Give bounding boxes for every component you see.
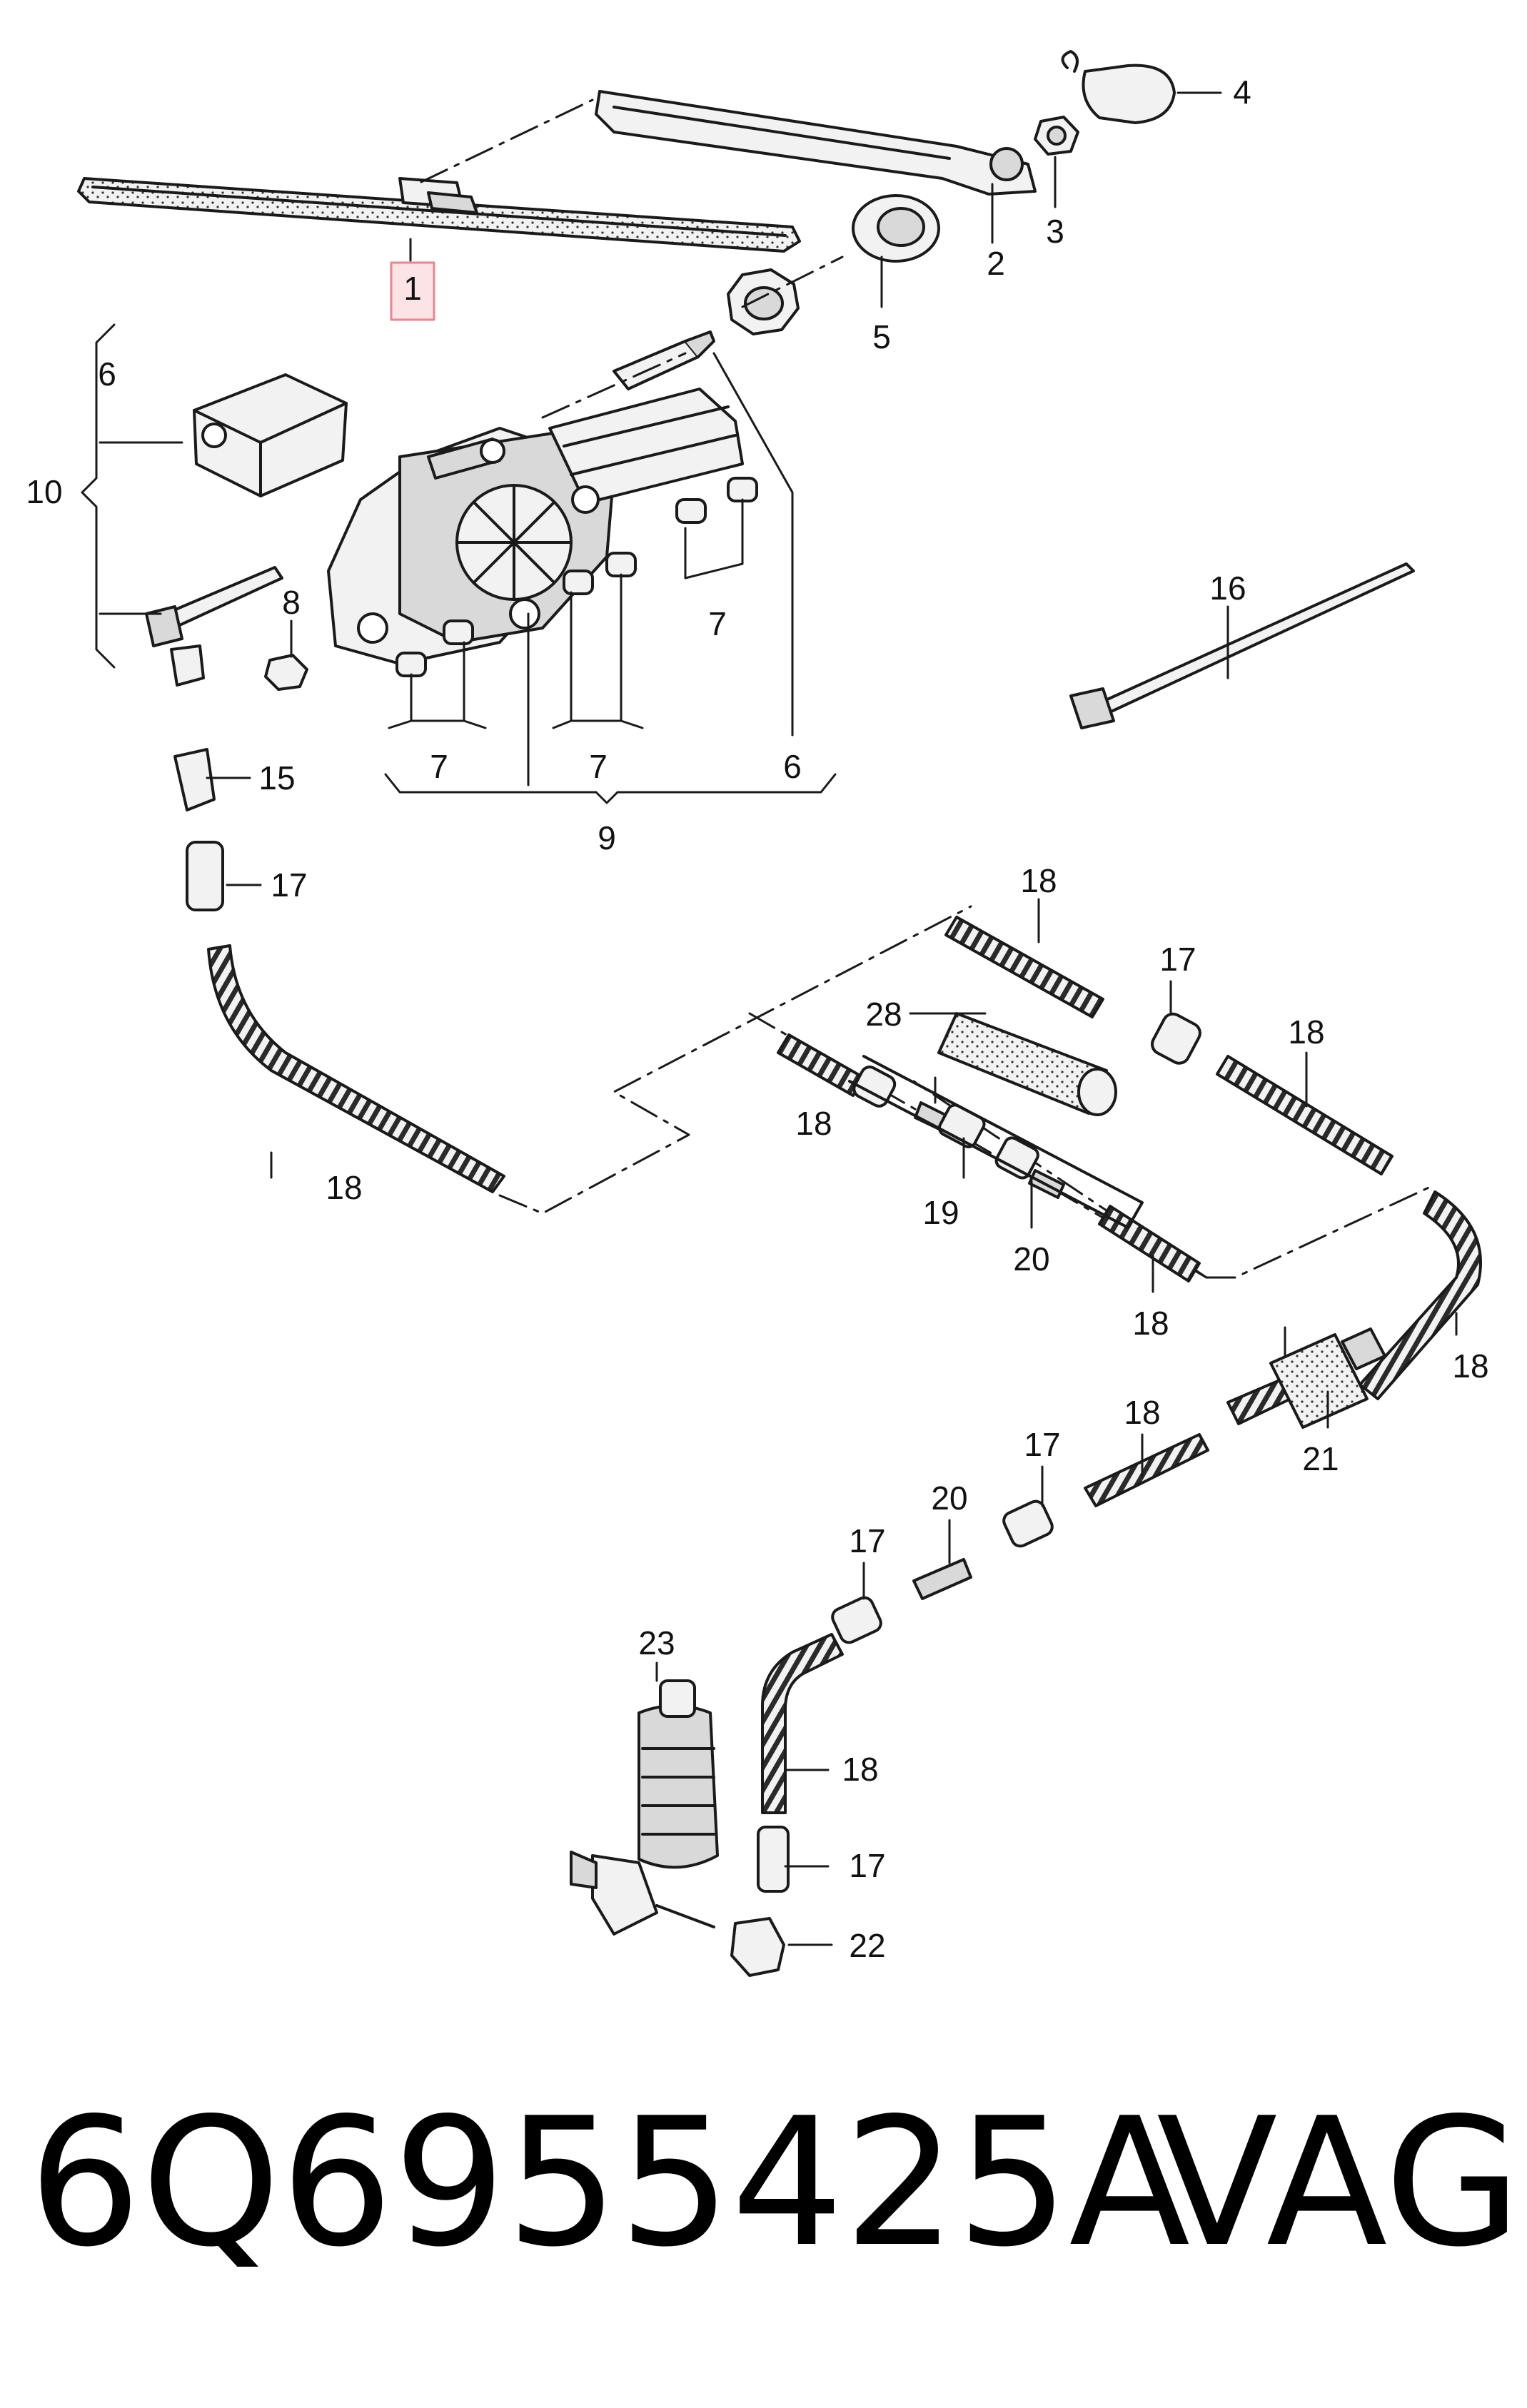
wiper-arm — [595, 90, 1037, 196]
callout-1: 1 — [403, 270, 422, 307]
hose-left — [170, 644, 505, 1193]
callout-19: 19 — [922, 1194, 959, 1231]
leader-lines — [99, 91, 1458, 1946]
callout-17-left: 17 — [271, 866, 307, 904]
callout-18-right-upper: 18 — [1288, 1013, 1324, 1051]
callout-18-right-lower: 18 — [1452, 1347, 1488, 1385]
callout-6-spindle: 6 — [783, 748, 802, 785]
hoses-center — [777, 916, 1482, 1400]
callout-17-lower: 17 — [849, 1522, 885, 1559]
cable-tie — [1069, 562, 1415, 729]
callout-18-mid: 18 — [1124, 1394, 1160, 1431]
callout-20-upper: 20 — [1013, 1240, 1049, 1278]
spindle — [613, 330, 715, 390]
callout-23: 23 — [638, 1624, 675, 1661]
cover-cap — [1061, 50, 1176, 124]
callout-18-center: 18 — [795, 1105, 832, 1142]
rubber-bushings — [395, 477, 758, 677]
callout-18-left: 18 — [326, 1169, 362, 1206]
callout-17-mid: 17 — [1024, 1426, 1060, 1463]
callout-9: 9 — [598, 819, 616, 856]
callout-18-bottom: 18 — [842, 1751, 878, 1788]
callout-21: 21 — [1302, 1440, 1339, 1477]
callout-17-bottom: 17 — [849, 1847, 885, 1884]
callout-6-control-unit: 6 — [98, 355, 116, 393]
hoses-lower — [730, 1433, 1209, 1977]
bracket-10 — [81, 323, 116, 669]
callout-4: 4 — [1233, 74, 1251, 111]
callout-7-left: 7 — [430, 748, 448, 785]
grommet — [727, 194, 940, 335]
wiper-motor — [327, 388, 744, 665]
control-unit — [193, 373, 348, 497]
parts-diagram: 1 2 3 4 5 6 6 7 7 7 8 9 10 15 16 17 17 1… — [26, 50, 1489, 1977]
brand-label: VAG — [1156, 2080, 1522, 2286]
bracket-9 — [384, 773, 837, 804]
callout-10: 10 — [26, 473, 62, 510]
callout-20-lower: 20 — [931, 1479, 967, 1517]
callout-2: 2 — [987, 245, 1005, 282]
callout-28: 28 — [865, 996, 902, 1033]
callout-18-top: 18 — [1020, 862, 1057, 899]
bolt — [145, 566, 283, 647]
part-number: 6Q6955425A — [29, 2080, 1191, 2286]
callout-17-upper: 17 — [1159, 941, 1196, 978]
callout-18-center-lower: 18 — [1132, 1305, 1169, 1342]
check-valve — [1226, 1327, 1386, 1429]
callout-22: 22 — [849, 1927, 885, 1964]
callout-1-highlight — [390, 261, 435, 321]
sleeve — [937, 1012, 1117, 1116]
callout-3: 3 — [1046, 213, 1064, 250]
callout-15: 15 — [258, 759, 295, 796]
callout-7-center: 7 — [589, 748, 608, 785]
washer-pump — [570, 1679, 719, 1936]
wiper-blade — [77, 177, 801, 253]
callout-16: 16 — [1209, 570, 1246, 607]
nut — [1034, 116, 1079, 156]
callout-5: 5 — [872, 318, 891, 355]
callout-8: 8 — [282, 584, 301, 621]
callout-7-right: 7 — [708, 605, 727, 642]
nut-8 — [264, 654, 308, 691]
